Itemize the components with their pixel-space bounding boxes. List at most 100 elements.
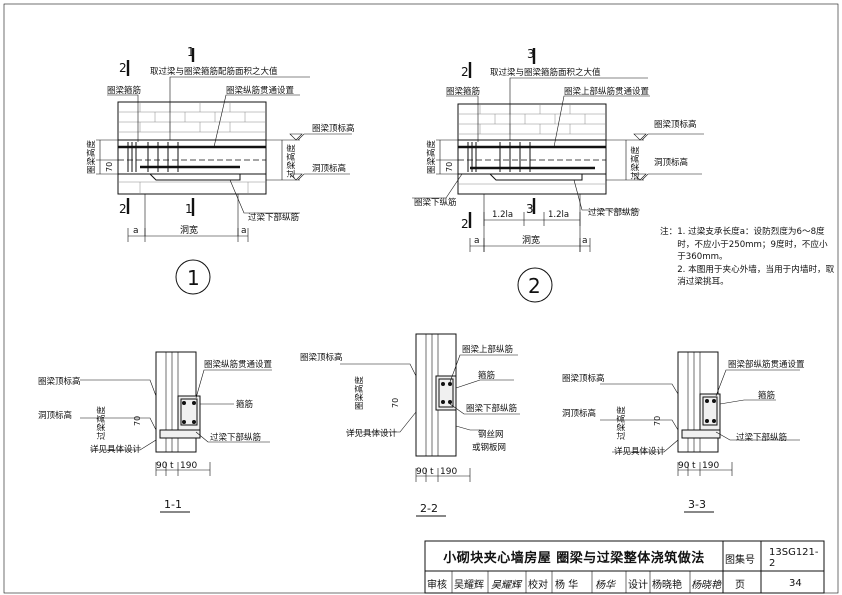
label-ring-longbar: 圈梁部纵筋贯通设置 — [728, 359, 805, 370]
lintel-lug — [148, 173, 241, 181]
detail-1-elevation: 1 2 2 1 取过梁与圈梁箍筋配筋面积之大值 圈梁箍筋 圈梁纵筋贯通设置 圈梁… — [86, 45, 355, 295]
label-ring-top-elev: 圈梁顶标高 — [654, 119, 697, 130]
label-see-design: 详见具体设计 — [614, 446, 666, 457]
section-mark: 3 — [527, 47, 535, 61]
dim-ring-height: 圈梁高度 — [426, 139, 437, 174]
review-label: 审核 — [427, 579, 447, 591]
dim-190: 190 — [440, 467, 457, 477]
section-3-3: 圈梁顶标高 圈梁部纵筋贯通设置 箍筋 洞顶标高 过梁高度 70 过梁下部纵筋 详… — [562, 351, 805, 513]
callout-stirrup-area: 取过梁与圈梁箍筋配筋面积之大值 — [150, 66, 278, 77]
note-item-1: 1. 过梁支承长度a：设防烈度为6～8度时，不应小于250mm；9度时，不应小于… — [677, 227, 828, 262]
dim-70: 70 — [445, 162, 454, 172]
label-lintel-bottom-bar: 过梁下部纵筋 — [210, 432, 261, 443]
section-title: 3-3 — [688, 498, 706, 511]
dim-a: a — [241, 226, 247, 236]
section-mark: 2 — [461, 217, 469, 231]
dim-a: a — [133, 226, 139, 236]
dim-opening-width: 洞宽 — [180, 224, 198, 236]
dim-opening-width: 洞宽 — [522, 234, 540, 246]
label-ring-bottom-bar: 圈梁下部纵筋 — [466, 403, 517, 414]
section-mark: 3 — [526, 202, 534, 216]
label-ring-stirrup: 圈梁箍筋 — [107, 85, 141, 96]
stirrups — [127, 142, 179, 172]
dim-t: t — [430, 467, 434, 477]
label-lintel-bottom-bar: 过梁下部纵筋 — [588, 207, 639, 218]
section-2-2: 圈梁顶标高 圈梁上部纵筋 箍筋 圈梁高度 70 圈梁下部纵筋 详见具体设计 钢丝… — [300, 333, 520, 517]
title-block-grid — [424, 540, 825, 594]
reviewer: 吴耀辉 — [454, 579, 484, 591]
dim-1.2la: 1.2la — [492, 210, 513, 220]
label-ring-top-elev: 圈梁顶标高 — [38, 376, 81, 387]
section-title: 1-1 — [164, 498, 182, 511]
label-ring-top-elev: 圈梁顶标高 — [562, 373, 605, 384]
notes: 注： 1. 过梁支承长度a：设防烈度为6～8度时，不应小于250mm；9度时，不… — [660, 226, 835, 289]
dim-t: t — [692, 461, 696, 471]
label-stirrup: 箍筋 — [236, 399, 253, 410]
dim-a: a — [582, 236, 588, 246]
check-label: 校对 — [528, 579, 548, 591]
label-ring-longbar: 圈梁纵筋贯通设置 — [204, 359, 273, 370]
dim-70: 70 — [105, 162, 114, 172]
detail-circle-2 — [517, 267, 553, 303]
dim-90: 90 — [156, 461, 168, 471]
section-title: 2-2 — [420, 502, 438, 515]
detail-number: 1 — [187, 266, 200, 290]
label-ring-top-elev: 圈梁顶标高 — [312, 123, 355, 134]
label-opening-top-elev: 洞顶标高 — [654, 157, 688, 168]
label-see-design: 详见具体设计 — [346, 428, 398, 439]
dim-70: 70 — [391, 398, 400, 408]
stirrups — [467, 142, 531, 172]
lintel-lug-section — [159, 429, 201, 439]
atlas-no: 13SG121-2 — [769, 547, 819, 569]
detail-circle-1 — [175, 259, 211, 295]
brick-pattern — [458, 104, 606, 185]
section-mark: 2 — [461, 65, 469, 79]
lintel-lug-section — [681, 429, 721, 439]
section-1-1: 圈梁顶标高 圈梁纵筋贯通设置 箍筋 洞顶标高 过梁高度 70 过梁下部纵筋 详见… — [38, 351, 273, 513]
callout-stirrup-area: 取过梁与圈梁箍筋面积之大值 — [490, 67, 601, 78]
ring-beam-band — [117, 139, 267, 175]
label-opening-top-elev: 洞顶标高 — [312, 163, 346, 174]
lintel-lug — [488, 173, 583, 181]
design-label: 设计 — [628, 579, 648, 591]
dim-70: 70 — [133, 416, 142, 426]
label-ring-top-bar: 圈梁上部纵筋 — [462, 344, 513, 355]
checker: 杨 华 — [555, 579, 579, 591]
page-no: 34 — [789, 577, 802, 589]
label-steel-mesh: 或钢板网 — [472, 442, 506, 453]
reviewer-signature: 吴耀辉 — [491, 579, 521, 591]
detail-number: 2 — [528, 274, 541, 298]
sheet-border — [3, 3, 839, 594]
brick-pattern — [118, 102, 266, 194]
notes-label: 注： — [660, 227, 678, 237]
dim-70: 70 — [653, 416, 662, 426]
section-mark: 1 — [187, 45, 195, 59]
label-lintel-bottom-bar: 过梁下部纵筋 — [736, 432, 787, 443]
label-opening-top-elev: 洞顶标高 — [38, 410, 72, 421]
dim-t: t — [170, 461, 174, 471]
section-mark: 2 — [119, 202, 127, 216]
dim-1.2la: 1.2la — [548, 210, 569, 220]
page-label: 页 — [735, 579, 745, 591]
dim-beam-height: 过梁高度 — [630, 145, 641, 180]
label-see-design: 详见具体设计 — [90, 444, 142, 455]
dim-90: 90 — [416, 467, 428, 477]
label-ring-top-longbar: 圈梁上部纵筋贯通设置 — [564, 86, 650, 97]
label-lintel-bottom-bar: 过梁下部纵筋 — [248, 212, 299, 223]
detail-2-elevation: 3 2 3 2 取过梁与圈梁箍筋面积之大值 圈梁箍筋 圈梁上部纵筋贯通设置 圈梁… — [412, 47, 704, 303]
drawing-title: 小砌块夹心墙房屋 圈梁与过梁整体浇筑做法 — [443, 550, 705, 566]
dim-beam-height: 过梁高度 — [616, 405, 627, 440]
label-stirrup: 箍筋 — [758, 390, 775, 401]
note-item-2: 2. 本图用于夹心外墙，当用于内墙时，取消过梁挑耳。 — [677, 264, 835, 288]
label-stirrup: 箍筋 — [478, 370, 495, 381]
dim-ring-height: 圈梁高度 — [86, 139, 97, 174]
dim-190: 190 — [702, 461, 719, 471]
designer: 杨晓艳 — [652, 579, 682, 591]
dim-190: 190 — [180, 461, 197, 471]
atlas-label: 图集号 — [725, 554, 755, 566]
label-ring-stirrup: 圈梁箍筋 — [446, 86, 480, 97]
designer-signature: 杨晓艳 — [691, 579, 721, 591]
checker-signature: 杨华 — [595, 579, 615, 591]
dim-beam-height: 过梁高度 — [96, 405, 107, 440]
